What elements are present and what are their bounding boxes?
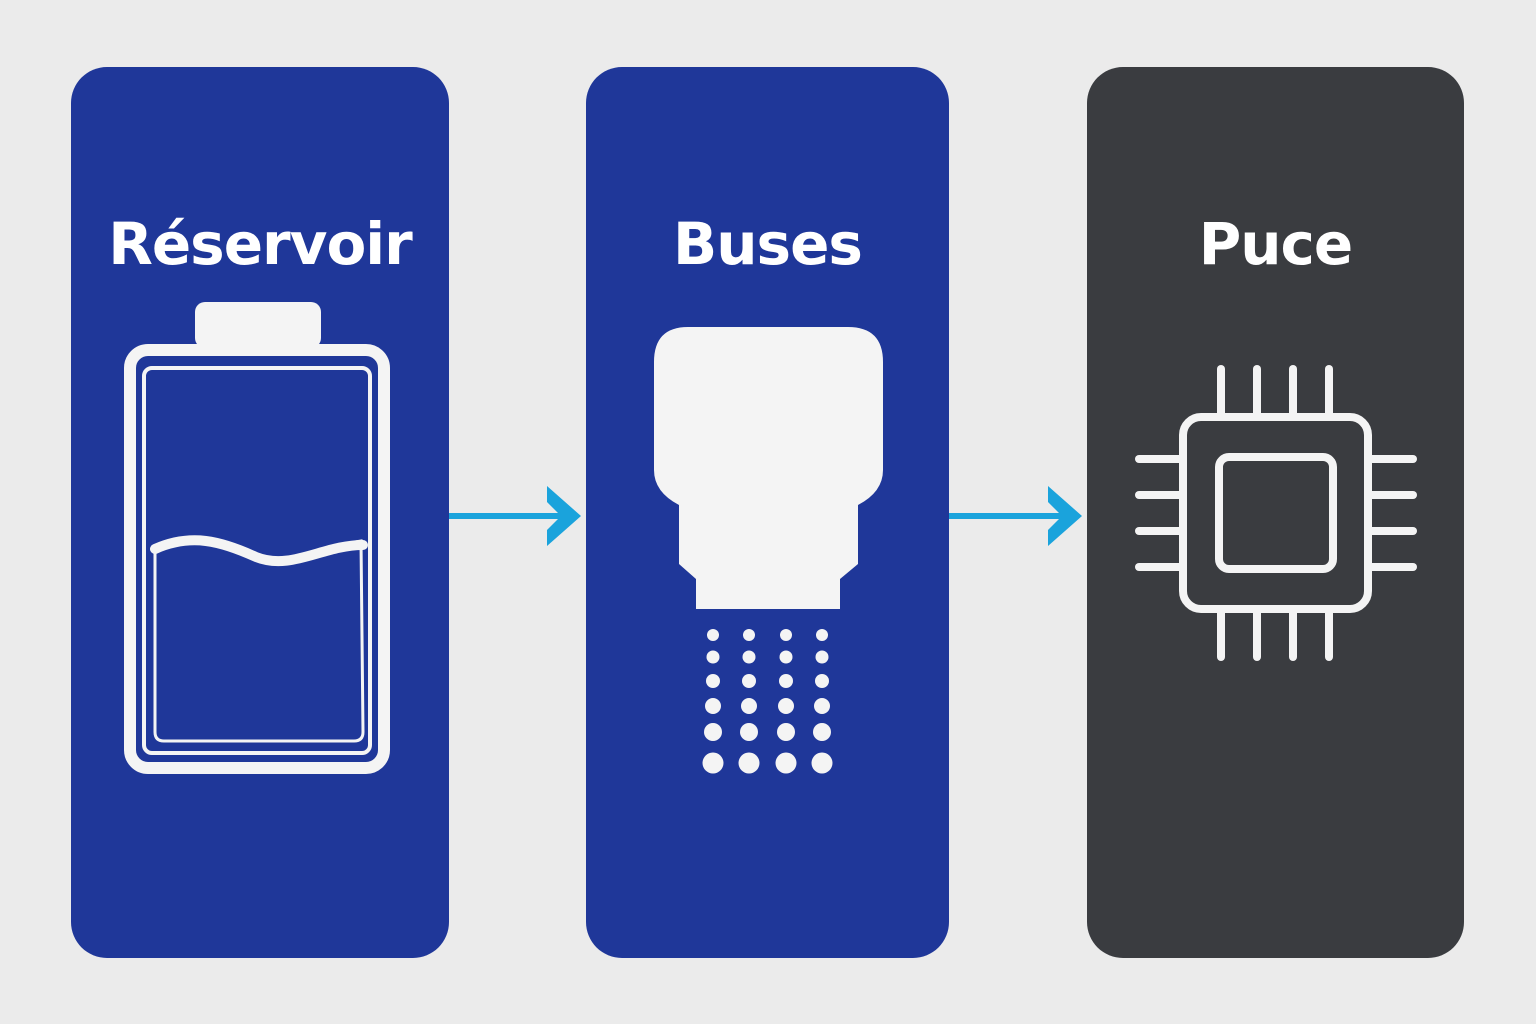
nozzle-icon — [654, 327, 883, 774]
droplet — [779, 650, 793, 664]
droplet — [704, 723, 722, 741]
droplet — [742, 650, 756, 664]
droplet — [814, 698, 830, 714]
chip-icon — [1135, 365, 1417, 661]
droplet — [815, 650, 829, 664]
droplet — [775, 752, 797, 774]
droplet — [743, 629, 755, 641]
droplet — [815, 674, 829, 688]
droplet — [702, 752, 724, 774]
droplet — [705, 698, 721, 714]
panel-puce: Puce — [1087, 67, 1464, 958]
panel-title-puce: Puce — [1198, 210, 1354, 278]
droplet — [779, 674, 793, 688]
droplet — [707, 629, 719, 641]
panel-title-buses: Buses — [673, 210, 863, 278]
arrow-right-icon — [449, 486, 581, 546]
droplet — [777, 723, 795, 741]
droplet — [738, 752, 760, 774]
droplet — [706, 650, 720, 664]
droplet — [742, 674, 756, 688]
arrow-right-icon — [949, 486, 1082, 546]
droplet — [780, 629, 792, 641]
droplet — [741, 698, 757, 714]
panel-title-reservoir: Réservoir — [108, 210, 413, 278]
droplet — [813, 723, 831, 741]
panel-reservoir: Réservoir — [71, 67, 449, 958]
droplet — [816, 629, 828, 641]
droplet — [778, 698, 794, 714]
droplet — [811, 752, 833, 774]
droplet — [740, 723, 758, 741]
battery-tank-icon — [124, 302, 390, 774]
panel-buses: Buses — [586, 67, 949, 958]
droplet — [706, 674, 720, 688]
